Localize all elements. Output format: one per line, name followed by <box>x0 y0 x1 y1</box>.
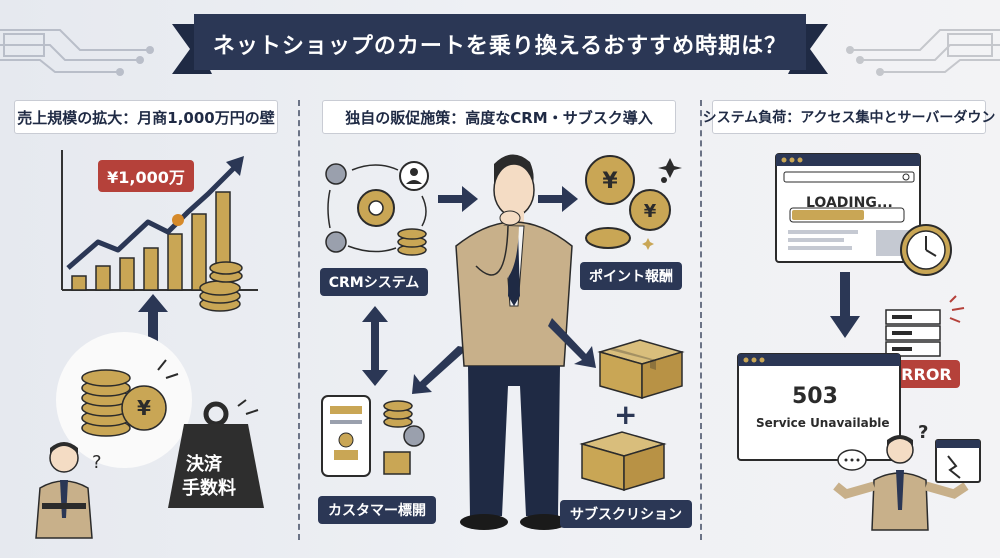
subscription-label: サブスクリション <box>560 500 692 528</box>
customer-label: カスタマー標開 <box>318 496 436 524</box>
section-divider <box>700 100 702 540</box>
header-banner: ネットショップのカートを乗り換えるおすすめ時期は？ <box>172 8 828 80</box>
customer-app-icon <box>321 395 425 477</box>
arrow-diagonal-icon <box>412 346 468 394</box>
banner-ribbon-shape <box>172 14 828 74</box>
section-label-system: システム負荷：アクセス集中とサーバーダウン <box>703 100 995 134</box>
box-icon <box>579 431 667 492</box>
svg-text:?: ? <box>92 452 102 473</box>
point-coins-icon: ¥ ¥ <box>585 155 682 250</box>
double-arrow-vertical-icon <box>362 306 388 386</box>
arrow-up-icon <box>138 294 168 350</box>
box-icon <box>597 339 685 400</box>
section-divider <box>298 100 300 540</box>
worried-businessman-icon: ? <box>35 442 102 539</box>
arrow-right-left-icon <box>438 186 478 212</box>
circuit-decoration-left <box>0 29 154 76</box>
yen-coin-symbol: ¥ <box>137 396 151 420</box>
page-title: ネットショップのカートを乗り換えるおすすめ時期は？ <box>212 34 788 59</box>
loading-text: LOADING... <box>806 195 893 211</box>
svg-text:¥: ¥ <box>602 169 618 194</box>
thinking-businessman-icon <box>455 154 573 530</box>
plus-sign: + <box>614 398 638 431</box>
section-label-crm: 独自の販促施策：高度なCRM・サブスク導入 <box>322 100 676 134</box>
svg-text:¥: ¥ <box>644 201 657 222</box>
points-label: ポイント報酬 <box>580 262 682 290</box>
price-tag: ¥1,000万 <box>98 160 194 192</box>
circuit-decoration-right <box>846 29 1000 76</box>
coin-stack-icon <box>199 261 243 312</box>
error-message: Service Unavailable <box>756 416 890 430</box>
error-code: 503 <box>792 384 838 409</box>
error-window-icon <box>737 353 901 461</box>
clock-icon <box>900 224 952 276</box>
svg-text:?: ? <box>918 422 928 443</box>
weight-icon <box>168 399 264 508</box>
arrow-down-icon <box>830 272 860 338</box>
arrow-down-right-icon <box>548 318 596 368</box>
broken-file-icon <box>935 439 981 483</box>
crm-system-label: CRMシステム <box>320 268 428 296</box>
server-rack-icon <box>885 295 965 357</box>
weight-label-line2: 手数料 <box>182 478 236 499</box>
browser-window-icon <box>775 153 921 263</box>
section-label-sales: 売上規模の拡大：月商1,000万円の壁 <box>14 100 278 134</box>
arrow-right-icon <box>538 186 578 212</box>
coin-spotlight: ¥ <box>56 332 192 468</box>
shrugging-businessman-icon: ? <box>833 422 969 531</box>
weight-label-line1: 決済 <box>186 454 222 475</box>
crm-diagram-icon <box>325 161 429 256</box>
